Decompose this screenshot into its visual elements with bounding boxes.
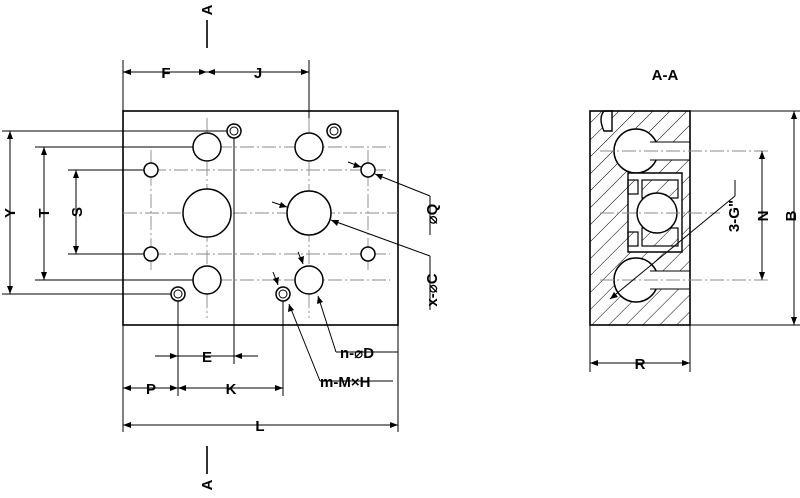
dim-R-label: R [635, 356, 646, 373]
dim-E: E [155, 138, 258, 396]
port-hole-large-right [286, 190, 332, 236]
port-hole-upper-right [294, 132, 324, 162]
port-hole-upper-left [192, 132, 222, 162]
plan-view: A A F J Y [2, 4, 441, 490]
dim-MH-label: m-M×H [320, 374, 370, 391]
dim-T-label: T [36, 208, 53, 217]
dim-P-label: P [146, 381, 156, 398]
dim-F-label: F [161, 65, 170, 82]
small-hole-right-top [360, 162, 376, 178]
dim-D-label: n-⌀D [340, 345, 374, 362]
dim-Y-label: Y [2, 208, 19, 218]
dim-B: B [690, 110, 800, 326]
dim-S-label: S [69, 207, 86, 217]
section-mark-bottom: A [199, 479, 216, 490]
thread-hole-2 [326, 123, 342, 139]
small-hole-right-bottom [360, 246, 376, 262]
dim-N: N [755, 151, 772, 280]
dim-Q: ⌀Q [347, 161, 441, 235]
small-hole-left-bottom [143, 246, 159, 262]
thread-hole-1 [226, 123, 242, 139]
section-mark-top: A [199, 4, 216, 15]
dim-J-label: J [254, 65, 262, 82]
section-view-title: A-A [652, 67, 679, 84]
dim-T: T [35, 146, 193, 281]
manifold-outline [122, 110, 399, 326]
dim-L-label: L [255, 418, 264, 435]
section-centerlines [600, 150, 770, 281]
port-hole-lower-right [294, 265, 324, 295]
dim-L: L [123, 325, 399, 435]
dim-F-J: F J [122, 60, 310, 118]
dim-K-label: K [226, 381, 237, 398]
dim-G-label: 3-G" [726, 200, 743, 232]
thread-hole-3 [170, 286, 186, 302]
dim-B-label: B [783, 210, 800, 221]
dim-C: x-⌀C [271, 201, 441, 310]
section-outline [589, 110, 691, 326]
plan-centerlines [123, 118, 398, 318]
thread-hole-4 [275, 286, 291, 302]
dim-P-K: P K [122, 301, 284, 432]
dim-S: S [68, 169, 144, 255]
plan-holes [143, 123, 376, 302]
dim-MH: m-M×H [272, 271, 393, 391]
dim-G: 3-G" [609, 180, 743, 300]
dim-N-label: N [755, 211, 772, 222]
dim-D: n-⌀D [297, 251, 398, 362]
dim-Q-label: ⌀Q [424, 203, 441, 224]
small-hole-left-top [143, 162, 159, 178]
dim-Y: Y [2, 130, 227, 295]
section-view: A-A [589, 67, 800, 373]
section-marks: A A [199, 4, 216, 490]
dim-E-label: E [202, 349, 212, 366]
dim-C-label: x-⌀C [424, 273, 441, 306]
port-hole-lower-left [192, 265, 222, 295]
dim-R: R [589, 325, 691, 373]
port-hole-large-left [182, 188, 232, 238]
